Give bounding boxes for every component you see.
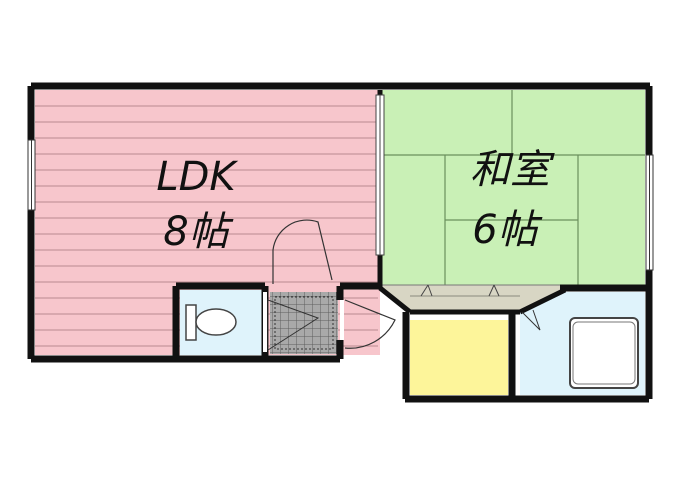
door-entrance bbox=[340, 299, 396, 349]
toilet-icon bbox=[195, 308, 237, 336]
washitsu-name: 和室 bbox=[470, 147, 555, 193]
window-right bbox=[645, 154, 654, 271]
genkan-tiles bbox=[270, 292, 338, 354]
room-washitsu bbox=[380, 90, 645, 285]
door-bathroom bbox=[521, 309, 541, 331]
window-left bbox=[27, 139, 36, 211]
ldk-size: 8帖 bbox=[163, 209, 233, 255]
door-ldk bbox=[272, 219, 333, 284]
toilet-tank bbox=[185, 304, 197, 341]
tatami-lines bbox=[380, 90, 645, 285]
storage-room bbox=[410, 320, 508, 395]
door-toilet bbox=[263, 292, 320, 352]
bathroom bbox=[520, 292, 645, 395]
bathtub bbox=[569, 317, 639, 389]
toilet-room bbox=[180, 290, 262, 355]
ldk-name: LDK bbox=[156, 154, 238, 200]
sliding-door bbox=[375, 94, 385, 256]
washitsu-size: 6帖 bbox=[472, 207, 542, 253]
